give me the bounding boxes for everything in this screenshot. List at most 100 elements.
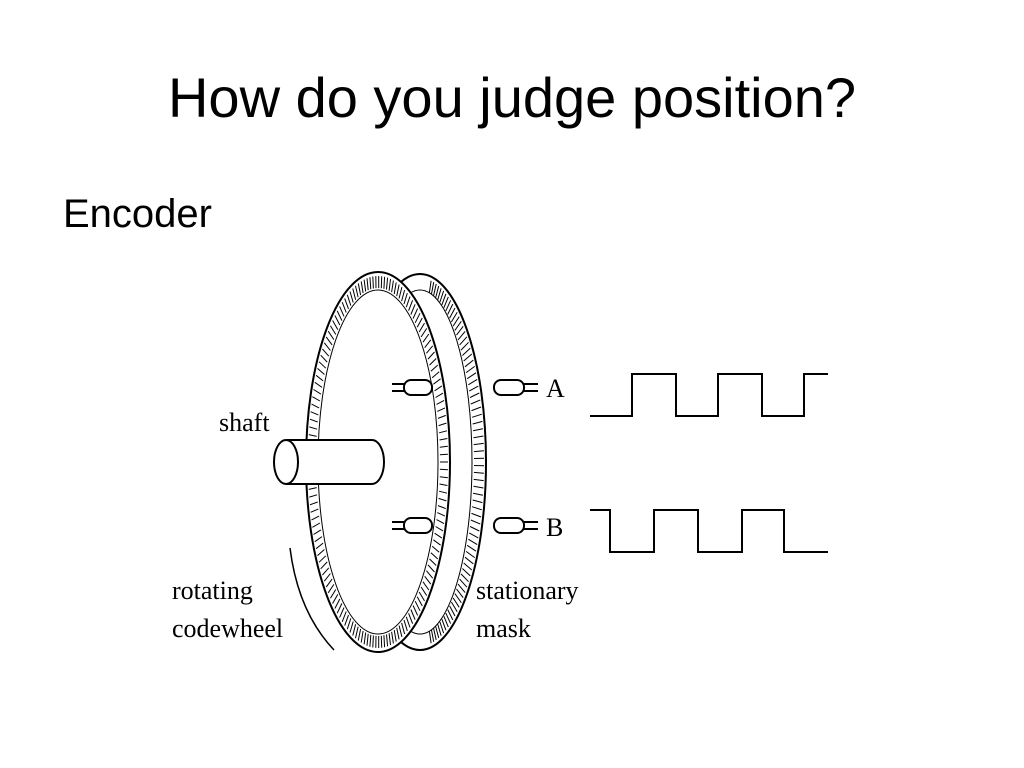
slit-tick: [452, 316, 460, 327]
slit-tick: [314, 381, 323, 388]
slit-tick: [430, 364, 439, 372]
slit-tick: [472, 428, 484, 432]
slit-tick: [422, 333, 430, 343]
shaft-cylinder: [273, 439, 385, 485]
slit-tick: [465, 365, 475, 374]
slit-tick: [311, 403, 320, 409]
slit-tick: [323, 573, 331, 582]
slit-tick: [401, 289, 406, 302]
slit-tick: [360, 281, 364, 294]
slit-tick: [472, 420, 483, 425]
slit-tick: [468, 378, 478, 386]
slit-tick: [386, 277, 389, 290]
slit-tick: [398, 625, 403, 638]
slit-tick: [471, 406, 482, 412]
slit-tick: [314, 536, 323, 543]
slit-tick: [456, 325, 464, 336]
slit-tick: [310, 508, 319, 513]
slit-tick: [332, 594, 339, 604]
slit-tick: [336, 603, 343, 614]
slit-tick: [372, 276, 374, 289]
slit-tick: [427, 564, 435, 573]
slit-tick: [454, 321, 462, 331]
slit-tick: [332, 320, 339, 330]
slit-tick: [436, 519, 445, 525]
slit-tick: [317, 368, 325, 375]
slit-tick: [329, 325, 337, 335]
slit-tick: [457, 583, 466, 593]
slit-tick: [318, 555, 327, 563]
slit-tick: [439, 476, 448, 479]
slit-tick: [438, 490, 448, 494]
slit-tick: [309, 501, 318, 506]
slit-tick: [388, 633, 391, 646]
slit-tick: [355, 285, 359, 298]
slit-tick: [416, 317, 423, 328]
slit-tick: [435, 285, 440, 298]
slit-tick: [427, 351, 435, 360]
slit-tick: [334, 598, 341, 609]
slit-tick: [412, 308, 419, 319]
rotation-arrow: [289, 547, 335, 651]
slit-tick: [439, 453, 448, 456]
slit-tick: [454, 593, 462, 603]
slit-tick: [357, 628, 362, 641]
slit-tick: [433, 283, 437, 296]
slit-tick: [439, 445, 448, 448]
slit-tick: [315, 374, 324, 382]
slit-tick: [357, 283, 362, 296]
slit-tick: [320, 561, 328, 570]
slit-tick: [447, 303, 454, 315]
slit-tick: [443, 296, 449, 308]
slit-tick: [315, 542, 324, 550]
slit-tick: [325, 578, 333, 588]
slit-tick: [410, 304, 416, 315]
slit-tick: [435, 626, 440, 639]
slit-tick: [422, 581, 430, 591]
slit-tick: [341, 302, 347, 313]
slit-tick: [349, 291, 354, 303]
slit-tick: [391, 280, 394, 293]
slit-tick: [435, 392, 444, 398]
slit-tick: [438, 430, 448, 434]
slit-tick: [433, 539, 441, 546]
slit-tick: [463, 562, 473, 571]
slit-tick: [410, 609, 416, 620]
slit-tick: [431, 371, 440, 379]
slide-title: How do you judge position?: [167, 66, 857, 129]
slit-tick: [472, 499, 483, 504]
slit-tick: [369, 634, 372, 647]
slit-tick: [468, 538, 478, 546]
slit-tick: [471, 413, 482, 418]
slit-tick: [462, 568, 471, 577]
waveform-a: [590, 373, 828, 417]
slit-tick: [334, 315, 341, 326]
slit-tick: [439, 468, 448, 471]
slit-tick: [473, 471, 484, 474]
slit-tick: [403, 619, 408, 632]
slit-tick: [464, 359, 474, 368]
slit-tick: [470, 519, 481, 525]
slit-tick: [403, 292, 408, 305]
detector-b: [493, 517, 538, 534]
slit-tick: [327, 330, 335, 340]
slit-tick: [429, 358, 437, 366]
waveform-b: [590, 509, 828, 553]
slit-tick: [346, 618, 352, 630]
slit-tick: [393, 282, 397, 295]
slit-tick: [405, 296, 411, 308]
mask-slits: [428, 280, 485, 644]
slit-tick: [313, 529, 322, 535]
slit-tick: [323, 342, 331, 351]
slit-tick: [459, 336, 468, 346]
slit-tick: [430, 552, 439, 560]
slit-tick: [441, 619, 447, 631]
slit-tick: [437, 505, 446, 510]
slit-tick: [460, 341, 469, 351]
slit-tick: [325, 336, 333, 346]
slit-tick: [388, 278, 391, 291]
slit-tick: [431, 282, 435, 295]
slit-tick: [318, 361, 327, 369]
slit-tick: [471, 506, 482, 511]
slit-tick: [439, 290, 445, 303]
